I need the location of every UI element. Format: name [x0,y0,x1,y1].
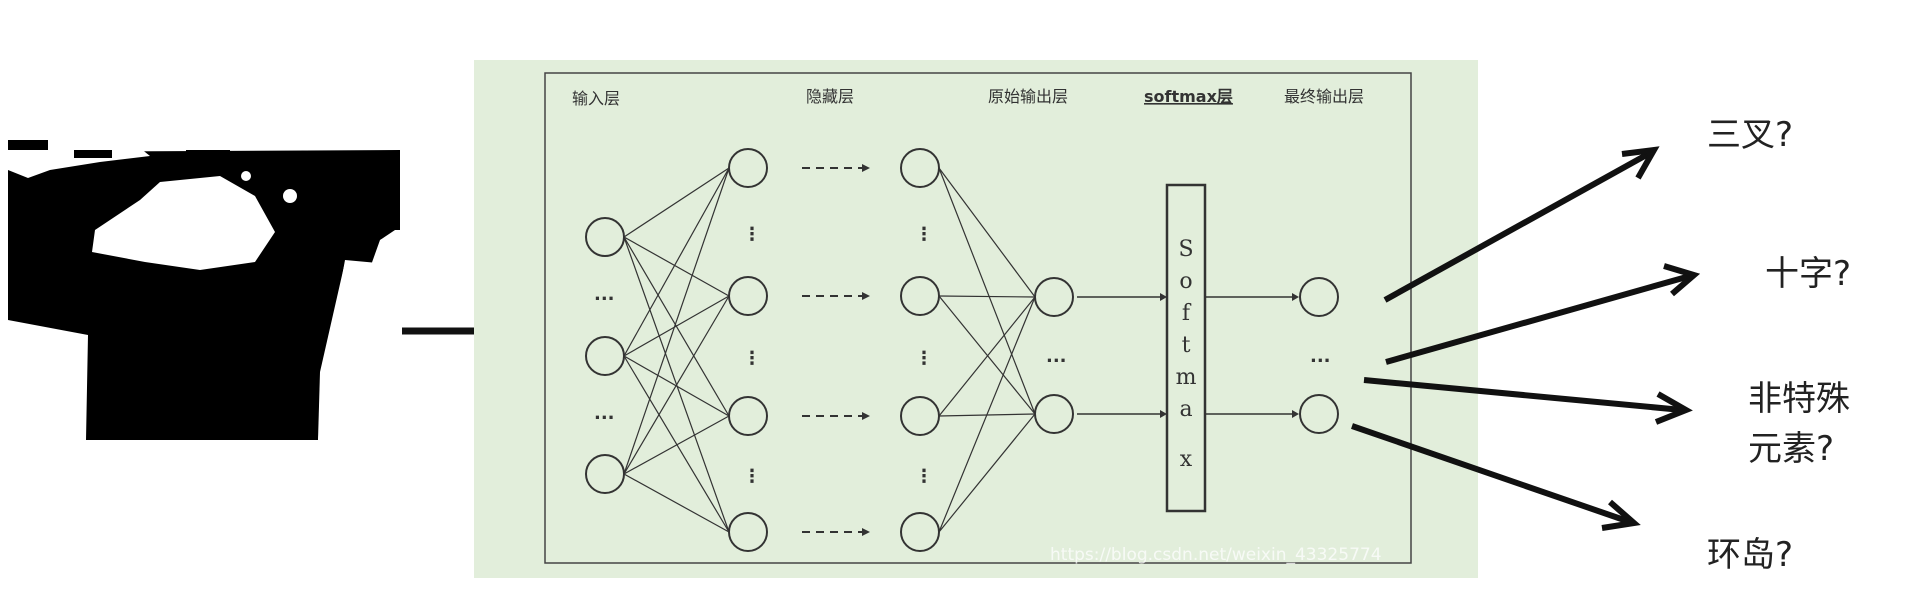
softmax-letter-5: m [1176,365,1197,390]
connection-input-3-to-hidden1-4 [623,473,730,533]
softmax-letter-4: t [1182,333,1191,358]
hidden2-vellipsis-1: ⋮ [915,224,933,245]
final-output-layer-label: 最终输出层 [1284,87,1364,106]
softmax-letter-2: o [1179,269,1192,294]
hidden-layer-label: 隐藏层 [806,87,854,106]
hidden2-node-3 [900,396,940,436]
hidden2-node-4 [900,512,940,552]
hidden1-node-3 [728,396,768,436]
hidden-continuation-arrows [802,164,870,536]
network-frame [544,72,1412,564]
raw-output-node-2 [1034,394,1074,434]
hidden1-node-2 [728,276,768,316]
output-label-sancha: 三叉? [1707,115,1793,155]
connections [623,167,1036,533]
hidden2-node-1 [900,148,940,188]
raw-output-node-1 [1034,277,1074,317]
connection-input-2-to-hidden1-1 [623,167,730,357]
softmax-letter-7: x [1180,447,1193,472]
softmax-letter-1: S [1178,237,1193,262]
hidden1-vellipsis-1: ⋮ [743,224,761,245]
input-node-3 [585,454,625,494]
final-node-1 [1299,277,1339,317]
connection-hidden2-4-to-raw-output-2 [938,413,1036,533]
hidden1-node-4 [728,512,768,552]
watermark: https://blog.csdn.net/weixin_43325774 [1050,545,1382,565]
hidden1-vellipsis-2: ⋮ [743,348,761,369]
final-node-2 [1299,394,1339,434]
hidden2-vellipsis-3: ⋮ [915,466,933,487]
connection-hidden2-1-to-raw-output-1 [938,167,1036,298]
raw-output-layer-label: 原始输出层 [988,87,1068,106]
connection-input-3-to-hidden1-2 [623,295,730,475]
softmax-box: S o f t m a x [1165,183,1207,513]
connection-hidden2-4-to-raw-output-1 [938,296,1036,533]
input-layer-label: 输入层 [572,89,620,108]
hidden2-vellipsis-2: ⋮ [915,348,933,369]
connection-input-1-to-hidden1-2 [623,236,730,297]
output-arrow-3 [1363,377,1693,425]
hidden1-node-1 [728,148,768,188]
input-image [8,140,400,440]
connection-input-1-to-hidden1-1 [623,167,730,238]
connection-input-3-to-hidden1-1 [623,167,730,475]
output-arrow-2 [1385,263,1701,365]
output-arrows [1351,146,1701,531]
hidden1-vellipsis-3: ⋮ [743,466,761,487]
final-output-ellipsis: ... [1310,346,1331,367]
connection-hidden2-1-to-raw-output-2 [938,167,1036,415]
network-panel [474,60,1478,578]
nodes [585,148,1339,552]
ellipsis-markers: ... ... ... ... ⋮ ⋮ ⋮ ⋮ ⋮ ⋮ [594,224,1331,487]
softmax-layer-label: softmax层 [1144,87,1233,106]
connection-input-2-to-hidden1-4 [623,355,730,533]
connection-input-3-to-hidden1-3 [623,415,730,475]
hidden2-node-2 [900,276,940,316]
output-label-feiteshu-line2: 元素? [1748,429,1834,469]
raw-output-ellipsis: ... [1046,346,1067,367]
output-label-huandao: 环岛? [1707,535,1793,575]
input-ellipsis-1: ... [594,284,615,305]
input-ellipsis-2: ... [594,403,615,424]
softmax-letter-3: f [1182,301,1192,326]
output-label-shizi: 十字? [1765,254,1851,294]
connection-hidden2-2-to-raw-output-2 [938,295,1036,415]
output-arrow-4 [1351,423,1641,531]
output-arrow-1 [1383,146,1660,303]
input-node-2 [585,336,625,376]
softmax-letter-6: a [1179,397,1192,422]
softmax-arrows [1077,293,1299,418]
connection-hidden2-3-to-raw-output-1 [938,296,1036,417]
input-node-1 [585,217,625,257]
connection-hidden2-2-to-raw-output-1 [938,295,1036,298]
connection-input-2-to-hidden1-2 [623,295,730,357]
output-label-feiteshu-line1: 非特殊 [1748,379,1850,419]
